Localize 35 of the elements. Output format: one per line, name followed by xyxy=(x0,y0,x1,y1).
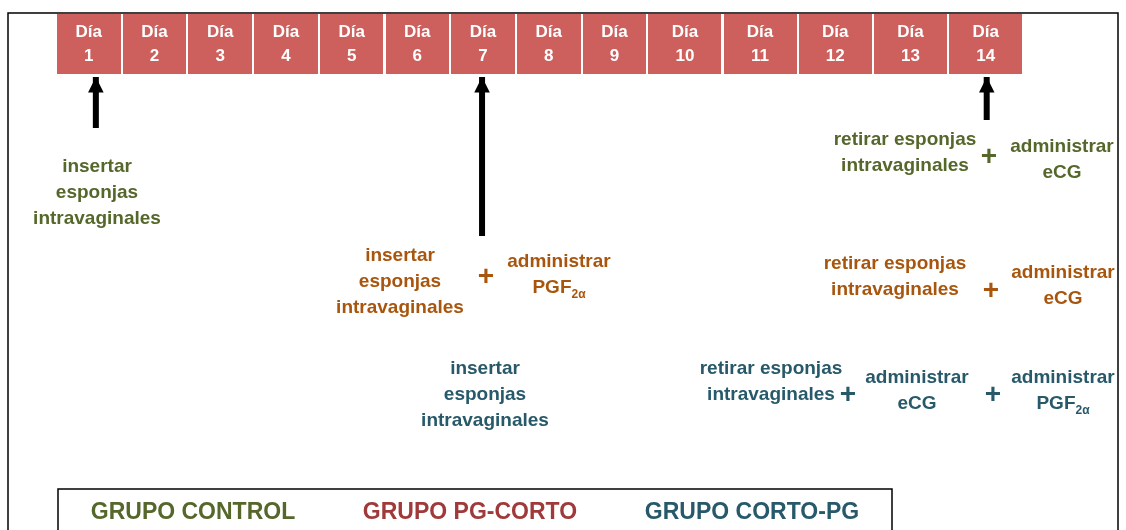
legend-text: GRUPO CONTROL xyxy=(90,498,296,525)
day-box: Día 1 xyxy=(57,14,123,74)
day-box: Día 3 xyxy=(188,14,255,74)
step-text: retirar esponjas intravaginales xyxy=(822,251,968,301)
day-box: Día 4 xyxy=(254,14,320,74)
day-box: Día 7 xyxy=(451,14,517,74)
arrow xyxy=(978,77,995,120)
day-box: Día 10 xyxy=(648,14,724,74)
step-text: administrar eCG xyxy=(1011,260,1115,310)
day-box: Día 2 xyxy=(122,14,189,74)
step-text: administrar PGF$_{2α}$ xyxy=(1011,365,1115,419)
step-text: retirar esponjas intravaginales xyxy=(832,127,978,177)
day-box: Día 13 xyxy=(873,14,950,74)
day-box: Día 11 xyxy=(723,14,799,74)
day-box: Día 14 xyxy=(949,14,1025,74)
legend-text: GRUPO CORTO-PG xyxy=(644,498,860,525)
arrow xyxy=(474,77,490,236)
step-text: insertar esponjas intravaginales xyxy=(335,243,465,319)
plus-sign: + xyxy=(982,276,1000,304)
step-text: insertar esponjas intravaginales xyxy=(420,356,550,432)
step-text: administrar eCG xyxy=(1010,134,1114,184)
plus-sign: + xyxy=(984,380,1002,408)
day-box: Día 12 xyxy=(798,14,874,74)
day-box: Día 8 xyxy=(516,14,583,74)
day-box: Día 6 xyxy=(385,14,452,74)
legend-text: GRUPO PG-CORTO xyxy=(362,498,578,525)
plus-sign: + xyxy=(980,142,998,170)
plus-sign: + xyxy=(839,380,857,408)
step-text: insertar esponjas intravaginales xyxy=(32,154,162,230)
day-box: Día 5 xyxy=(319,14,386,74)
step-text: administrar PGF$_{2α}$ xyxy=(506,249,612,303)
plus-sign: + xyxy=(477,262,495,290)
step-text: administrar eCG xyxy=(864,365,970,415)
day-box: Día 9 xyxy=(582,14,649,74)
arrow xyxy=(88,77,104,128)
